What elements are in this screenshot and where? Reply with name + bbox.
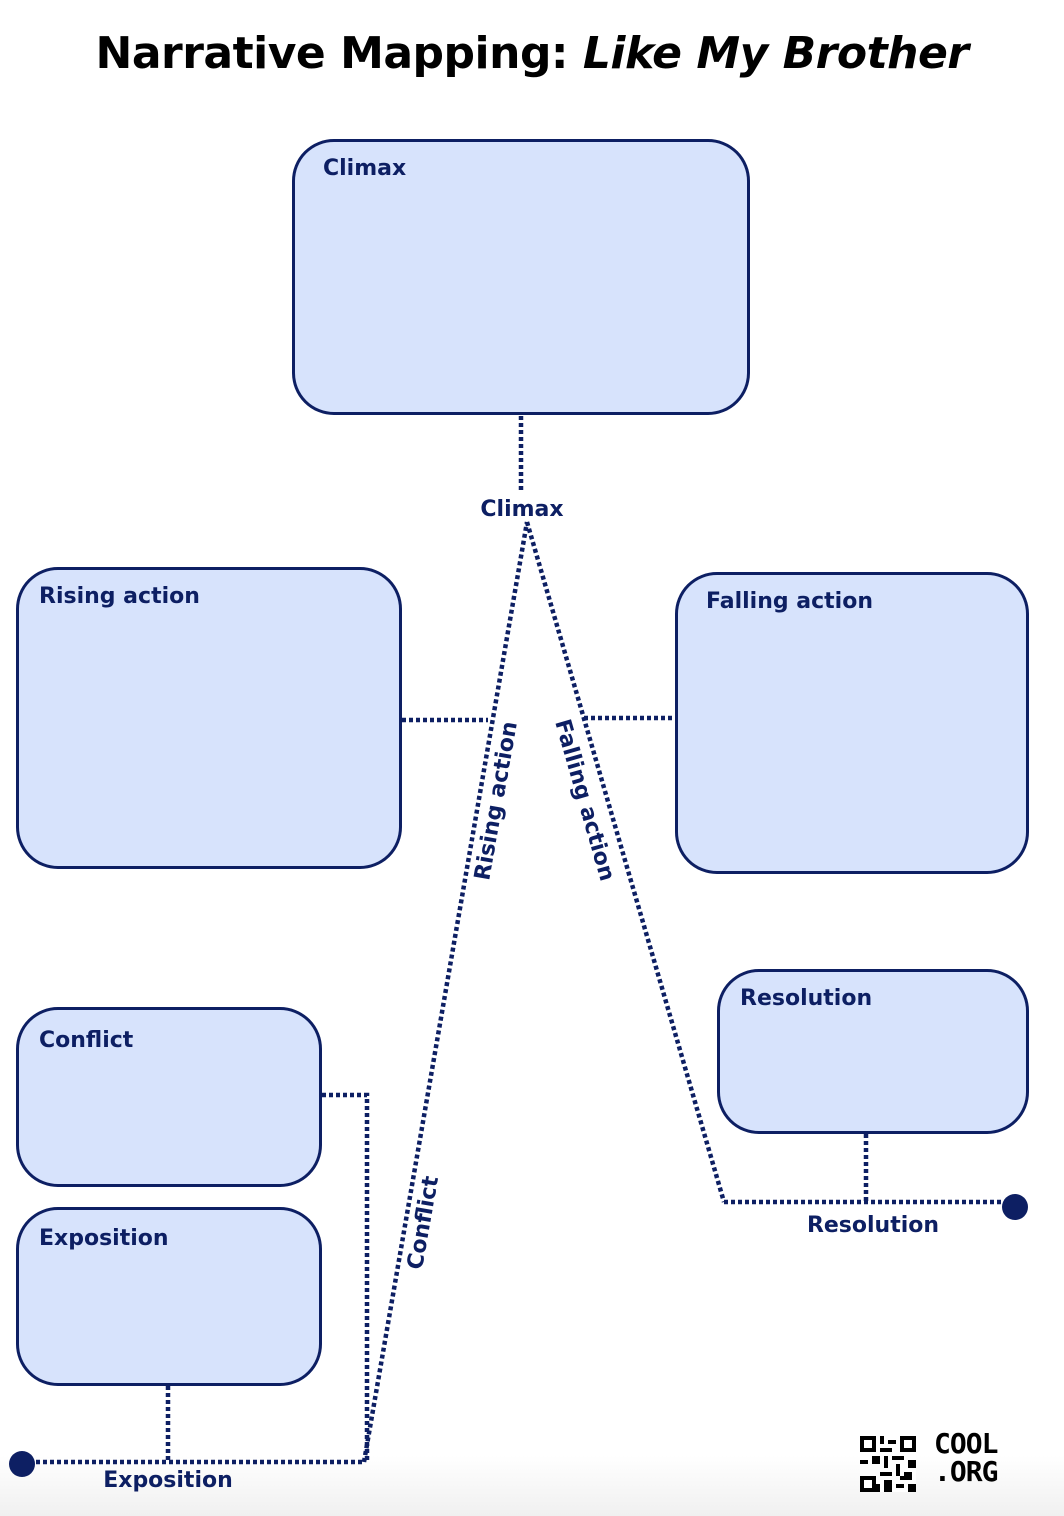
falling-action-box[interactable]: Falling action [675,572,1029,874]
rising-action-line [361,521,530,1463]
climax-box[interactable]: Climax [292,139,750,415]
end-dot [1002,1194,1028,1220]
rising-action-line-label: Rising action [470,719,523,882]
conflict-line-label: Conflict [403,1174,444,1272]
rising-action-box-label: Rising action [39,584,200,609]
start-dot [9,1451,35,1477]
climax-line-label: Climax [480,497,563,522]
title-main: Narrative Mapping: [95,28,583,79]
exposition-line-label: Exposition [103,1468,233,1493]
resolution-box[interactable]: Resolution [717,969,1029,1134]
conflict-box[interactable]: Conflict [16,1007,322,1187]
falling-action-line [524,521,727,1203]
cool-org-logo: COOL .ORG [934,1430,1030,1486]
exposition-box-label: Exposition [39,1226,169,1251]
rising-action-box[interactable]: Rising action [16,567,402,869]
logo-line-1: COOL [934,1427,998,1460]
conflict-box-label: Conflict [39,1028,134,1053]
exposition-box[interactable]: Exposition [16,1207,322,1386]
title-book-name: Like My Brother [582,28,969,79]
resolution-line-label: Resolution [807,1213,939,1238]
logo-line-2: .ORG [934,1455,998,1488]
resolution-box-label: Resolution [740,986,873,1011]
climax-box-label: Climax [323,156,407,181]
falling-action-box-label: Falling action [706,589,873,614]
conflict-connector [322,1092,370,1462]
qr-code-icon [860,1436,916,1492]
page-title: Narrative Mapping: Like My Brother [0,28,1064,79]
